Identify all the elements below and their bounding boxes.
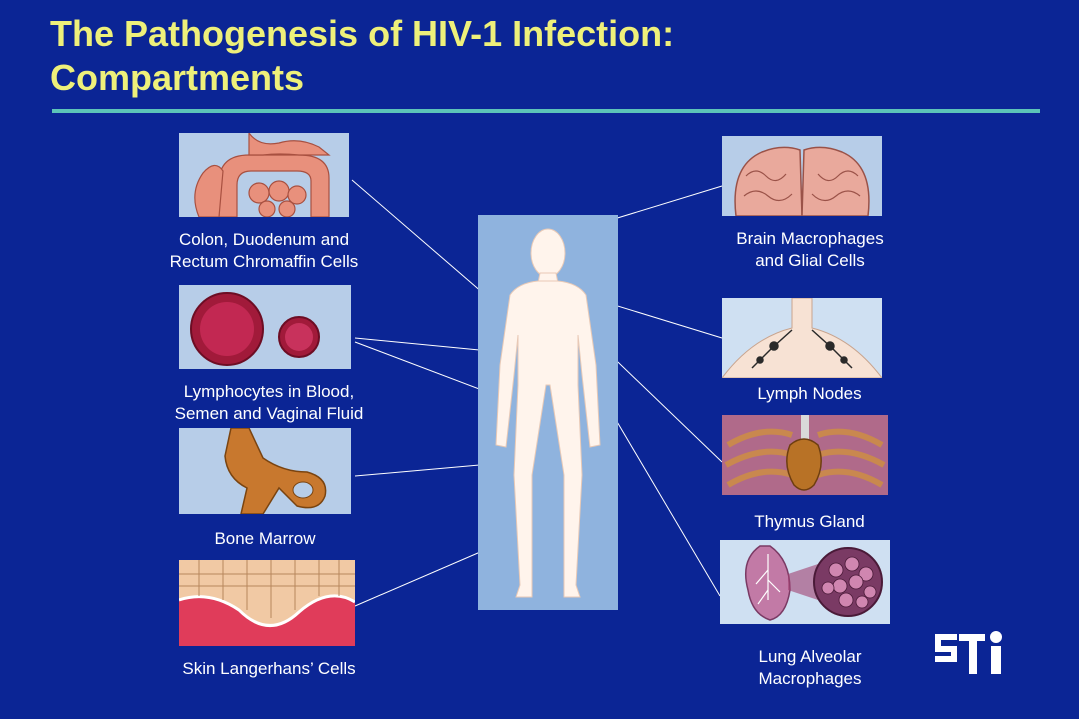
- label-bone-marrow: Bone Marrow: [179, 528, 351, 550]
- lymphocyte-illustration: [179, 285, 351, 369]
- body-panel: [478, 215, 618, 610]
- intestine-illustration: [179, 133, 349, 217]
- label-lung-line1: Lung Alveolar: [758, 647, 862, 666]
- label-bone-marrow-line1: Bone Marrow: [214, 529, 316, 548]
- label-lymph-nodes-line1: Lymph Nodes: [757, 384, 862, 403]
- label-intestine-line2: Rectum Chromaffin Cells: [169, 252, 359, 271]
- label-thymus: Thymus Gland: [722, 511, 897, 533]
- brain-illustration: [722, 136, 882, 216]
- label-skin-line1: Skin Langerhans’ Cells: [182, 659, 356, 678]
- slide-title: The Pathogenesis of HIV-1 Infection: Com…: [50, 12, 674, 100]
- label-lymphocytes-line1: Lymphocytes in Blood,: [183, 382, 355, 401]
- skin-illustration: [179, 560, 355, 646]
- label-lung-line2: Macrophages: [758, 669, 862, 688]
- thymus-panel: [722, 415, 888, 495]
- label-brain-line1: Brain Macrophages: [736, 229, 884, 248]
- label-brain: Brain Macrophages and Glial Cells: [692, 228, 928, 272]
- label-intestine: Colon, Duodenum and Rectum Chromaffin Ce…: [149, 229, 379, 273]
- title-line-2: Compartments: [50, 57, 305, 98]
- label-intestine-line1: Colon, Duodenum and: [178, 230, 350, 249]
- label-skin: Skin Langerhans’ Cells: [149, 658, 389, 680]
- connector-lymphocytes-a: [354, 337, 501, 353]
- human-body-illustration: [495, 228, 601, 598]
- bone-marrow-illustration: [179, 428, 351, 514]
- bone-marrow-panel: [179, 428, 351, 514]
- lymph-nodes-panel: [722, 298, 882, 378]
- lymph-nodes-illustration: [722, 298, 882, 378]
- brain-panel: [722, 136, 882, 216]
- lymphocyte-panel: [179, 285, 351, 369]
- title-line-1: The Pathogenesis of HIV-1 Infection:: [50, 13, 675, 54]
- label-lung: Lung Alveolar Macrophages: [692, 646, 928, 690]
- label-thymus-line1: Thymus Gland: [754, 512, 865, 531]
- label-lymphocytes-line2: Semen and Vaginal Fluid: [174, 404, 364, 423]
- thymus-illustration: [722, 415, 888, 495]
- label-brain-line2: and Glial Cells: [755, 251, 865, 270]
- lung-panel: [720, 540, 890, 624]
- skin-panel: [179, 560, 355, 646]
- label-lymph-nodes: Lymph Nodes: [722, 383, 897, 405]
- title-divider: [52, 109, 1040, 113]
- sti-logo: [935, 631, 1002, 674]
- connector-lung: [602, 397, 721, 597]
- label-lymphocytes: Lymphocytes in Blood, Semen and Vaginal …: [149, 381, 389, 425]
- intestine-panel: [179, 133, 349, 217]
- lung-illustration: [720, 540, 890, 624]
